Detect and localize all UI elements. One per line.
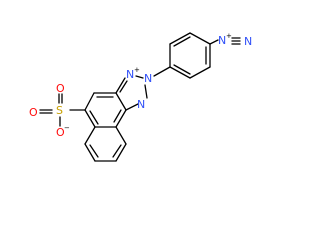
positive-charge-label: + <box>134 66 140 74</box>
nitrogen-atom-label: N <box>218 34 226 47</box>
nitrogen-atom-label: N <box>244 35 252 48</box>
bond <box>173 64 191 75</box>
bond <box>84 143 96 162</box>
bond <box>119 80 128 93</box>
bond-lines <box>39 32 241 162</box>
bond <box>209 39 219 45</box>
bond <box>144 84 148 99</box>
bond <box>89 110 99 125</box>
bond <box>84 92 95 111</box>
bond <box>125 103 139 111</box>
nitrogen-atom-label: N <box>126 68 134 81</box>
bond <box>84 126 96 145</box>
bond <box>115 109 127 128</box>
bond <box>115 143 127 162</box>
negative-charge-label: − <box>64 124 70 132</box>
oxygen-atom-label: O <box>56 82 65 95</box>
nitrogen-atom-label: N <box>144 72 152 85</box>
bond <box>89 144 99 158</box>
bond <box>153 66 171 77</box>
nitrogen-atom-label: N <box>137 98 145 111</box>
bond <box>189 66 211 79</box>
bond <box>169 66 191 79</box>
bond <box>169 32 191 45</box>
chemical-structure-diagram: N + N N N + N S O O O − <box>29 32 252 162</box>
positive-charge-label: + <box>226 32 232 40</box>
bond <box>113 109 122 123</box>
atom-labels: N + N N N + N S O O O − <box>29 32 252 139</box>
bond <box>135 75 144 79</box>
bond <box>115 126 127 145</box>
bond <box>189 32 211 45</box>
bond <box>112 144 122 158</box>
bond <box>115 77 126 94</box>
oxygen-atom-label: O <box>29 106 38 119</box>
sulfur-atom-label: S <box>56 104 63 117</box>
oxygen-atom-label: O <box>56 126 65 139</box>
bond <box>173 36 191 47</box>
bond <box>84 109 96 128</box>
bond <box>115 92 127 111</box>
